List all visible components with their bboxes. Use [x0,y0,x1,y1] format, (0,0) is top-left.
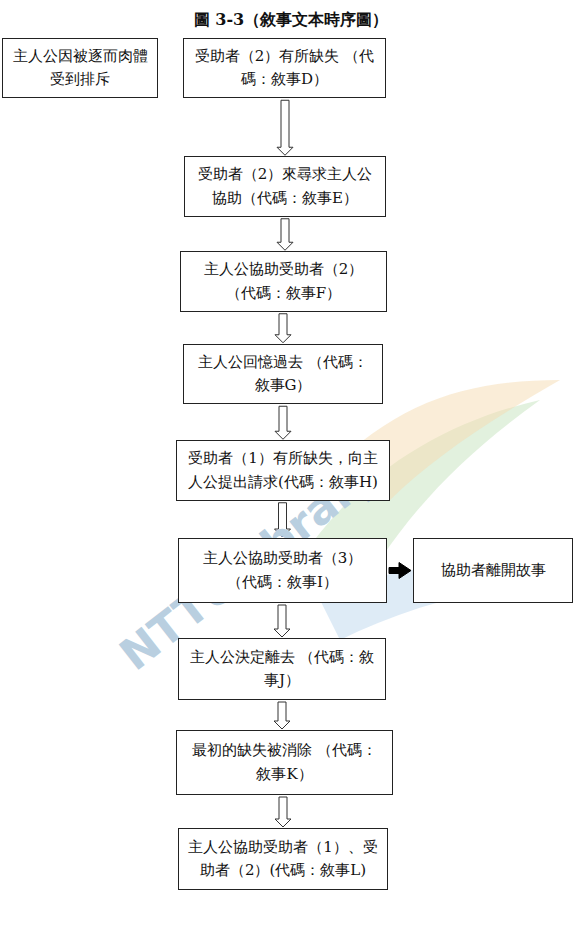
process-box: 最初的缺失被消除 （代碼：敘事K） [176,730,393,795]
box-text: 主人公協助受助者（2） （代碼：敘事F） [189,258,378,305]
box-text: 協助者離開故事 [441,559,546,582]
process-box: 受助者（2）來尋求主人公協助（代碼：敘事E） [184,156,386,217]
box-text: 主人公協助受助者（3） （代碼：敘事I） [187,547,378,594]
box-text: 主人公回憶過去 （代碼：敘事G） [192,351,374,398]
flow-arrow [277,100,293,155]
flow-arrow [274,605,290,637]
process-box: 主人公協助受助者（1）、受助者（2）(代碼：敘事L) [178,828,388,890]
flow-arrow [274,702,290,729]
box-text: 受助者（2）來尋求主人公協助（代碼：敘事E） [193,163,377,210]
box-text: 受助者（1）有所缺失，向主人公提出請求(代碼：敘事H) [185,447,381,494]
flow-arrow [275,406,291,439]
process-box: 主人公回憶過去 （代碼：敘事G） [183,344,383,405]
flow-arrow [277,219,293,251]
box-text: 主人公因被逐而肉體受到排斥 [11,45,149,92]
box-text: 主人公決定離去 （代碼：敘事J） [187,646,377,693]
process-box: 主人公決定離去 （代碼：敘事J） [178,638,386,700]
flow-arrow [275,797,291,827]
box-text: 主人公協助受助者（1）、受助者（2）(代碼：敘事L) [187,836,379,883]
box-text: 受助者（2）有所缺失 （代碼：敘事D） [192,45,377,92]
box-text: 最初的缺失被消除 （代碼：敘事K） [185,739,384,786]
process-box: 主人公因被逐而肉體受到排斥 [2,38,158,99]
flow-arrow [389,563,411,579]
process-box: 協助者離開故事 [413,538,573,603]
figure-title: 圖 3-3（敘事文本時序圖） [0,10,582,31]
process-box: 主人公協助受助者（2） （代碼：敘事F） [180,251,387,312]
process-box: 受助者（2）有所缺失 （代碼：敘事D） [183,38,386,99]
process-box: 主人公協助受助者（3） （代碼：敘事I） [178,538,387,603]
flow-arrow [275,314,291,343]
process-box: 受助者（1）有所缺失，向主人公提出請求(代碼：敘事H) [176,440,390,501]
